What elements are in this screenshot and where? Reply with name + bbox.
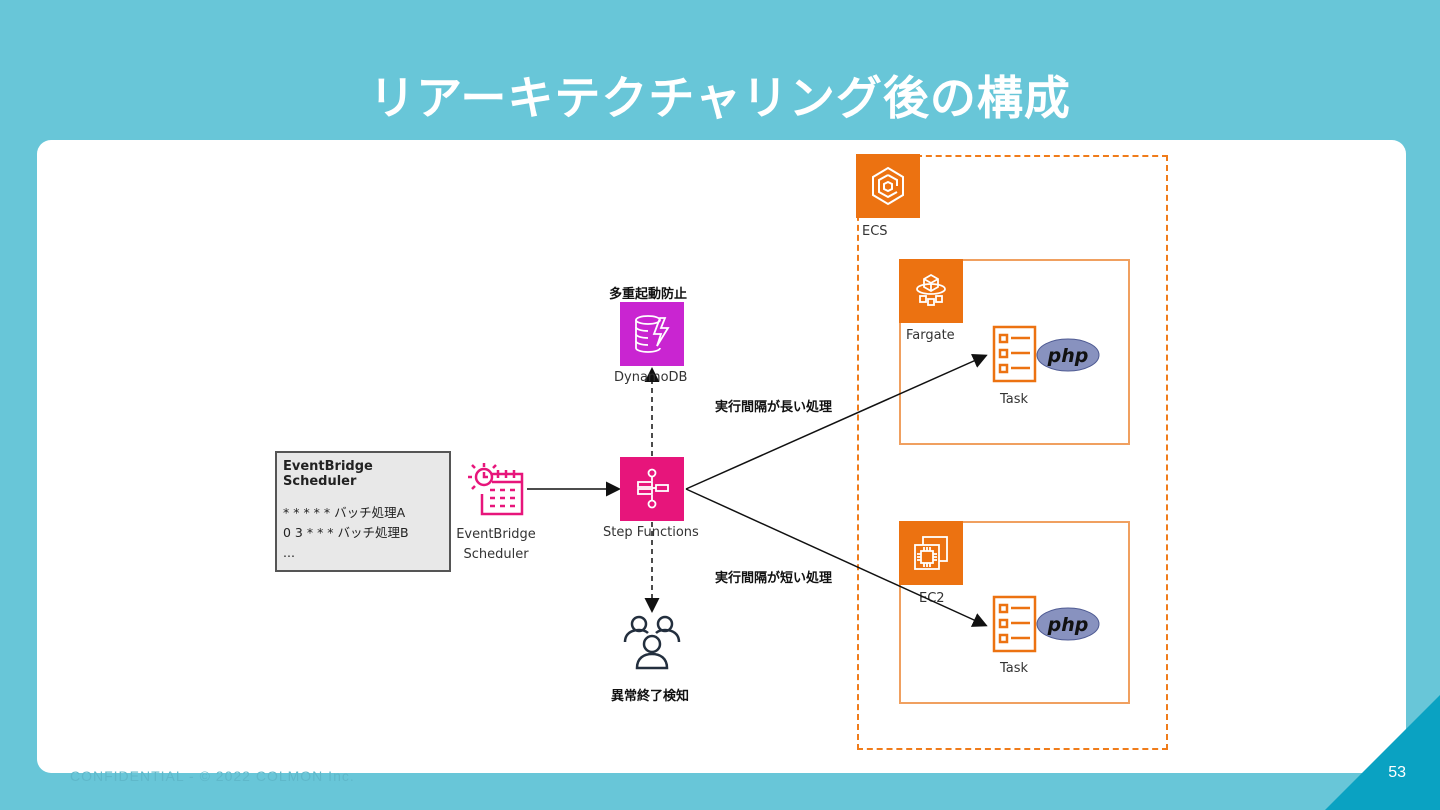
long-interval-label: 実行間隔が長い処理 [715,400,833,415]
fargate-label: Fargate [906,328,955,343]
slide-title: リアーキテクチャリング後の構成 [369,71,1071,125]
scheduler-box-title: EventBridge Scheduler [283,459,373,489]
corner-accent [1325,695,1440,810]
ec2-task-icon [992,595,1037,653]
schedule-entry: ... [283,545,295,560]
ecs-label: ECS [862,224,888,239]
eventbridge-label: EventBridge Scheduler [455,525,537,565]
dynamodb-icon [620,302,684,366]
ec2-label: EC2 [919,591,945,606]
ecs-icon [856,154,920,218]
short-interval-label: 実行間隔が短い処理 [715,571,833,586]
svg-text:php: php [1047,614,1089,636]
php-logo: php [1036,607,1100,641]
eventbridge-scheduler-icon [466,460,526,518]
diagram-card [37,140,1406,773]
users-icon [622,612,682,672]
dynamodb-label: DynamoDB [614,370,688,385]
fargate-task-icon [992,325,1037,383]
ec2-task-label: Task [1000,661,1029,676]
dynamodb-caption: 多重起動防止 [609,287,688,302]
schedule-entry: * * * * * バッチ処理A [283,505,406,520]
fargate-icon [899,259,963,323]
anomaly-detection-caption: 異常終了検知 [611,689,690,704]
svg-text:php: php [1047,345,1089,367]
confidential-footer: CONFIDENTIAL - © 2022 COLMON Inc. [70,768,355,784]
ec2-icon [899,521,963,585]
eventbridge-label-line1: EventBridge [456,527,536,542]
step-functions-icon [620,457,684,521]
page-number: 53 [1388,764,1406,781]
php-logo: php [1036,338,1100,372]
eventbridge-label-line2: Scheduler [463,547,529,562]
step-functions-label: Step Functions [603,525,699,540]
scheduler-definition-box: EventBridge Scheduler * * * * * バッチ処理A 0… [275,451,451,572]
schedule-entry: 0 3 * * * バッチ処理B [283,525,409,540]
fargate-task-label: Task [1000,392,1029,407]
